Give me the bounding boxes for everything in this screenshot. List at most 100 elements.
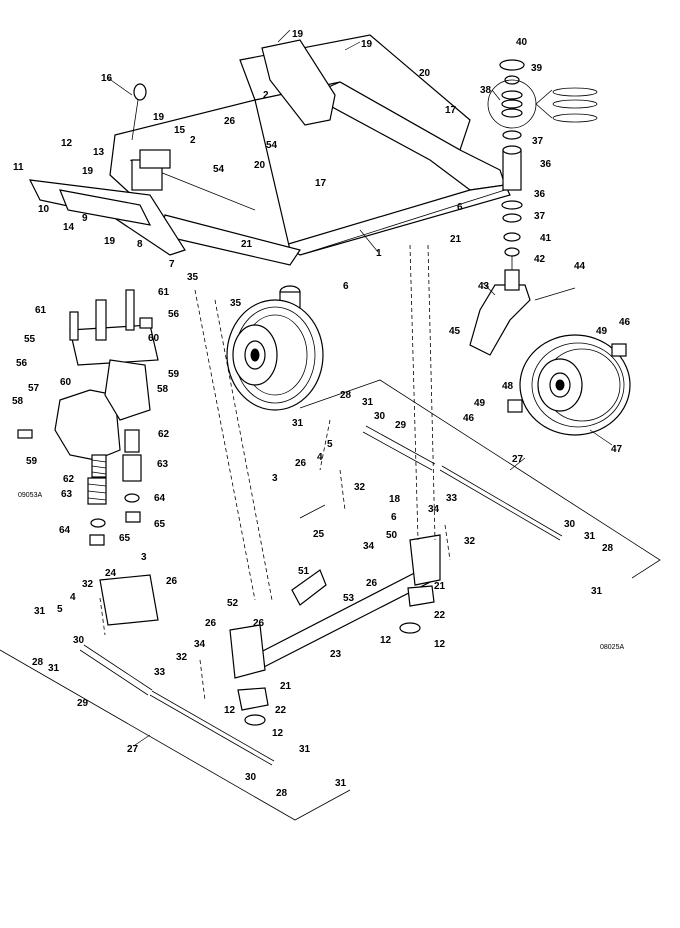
- callout-64: 64: [59, 525, 71, 536]
- spring-29-left: [79, 644, 153, 696]
- callout-22: 22: [275, 705, 287, 716]
- callout-2: 2: [263, 90, 269, 101]
- callout-48: 48: [502, 381, 514, 392]
- callout-51: 51: [298, 566, 310, 577]
- callout-42: 42: [534, 254, 546, 265]
- callout-37: 37: [532, 136, 544, 147]
- callout-54: 54: [266, 140, 278, 151]
- callout-31: 31: [48, 663, 60, 674]
- callout-63: 63: [157, 459, 169, 470]
- callout-53: 53: [343, 593, 355, 604]
- callout-29: 29: [77, 698, 89, 709]
- callout-44: 44: [574, 261, 586, 272]
- callout-19: 19: [153, 112, 165, 123]
- callout-30: 30: [73, 635, 85, 646]
- front-right-wheel: [507, 334, 631, 436]
- callout-31: 31: [292, 418, 304, 429]
- callout-65: 65: [119, 533, 131, 544]
- callout-33: 33: [446, 493, 458, 504]
- callout-61: 61: [158, 287, 170, 298]
- callout-58: 58: [12, 396, 24, 407]
- callout-2: 2: [190, 135, 196, 146]
- callout-35: 35: [187, 272, 199, 283]
- callout-34: 34: [363, 541, 375, 552]
- callout-20: 20: [419, 68, 431, 79]
- callout-20: 20: [254, 160, 266, 171]
- callout-30: 30: [564, 519, 576, 530]
- callout-28: 28: [32, 657, 44, 668]
- callout-54: 54: [213, 164, 225, 175]
- callout-60: 60: [60, 377, 72, 388]
- callout-26: 26: [166, 576, 178, 587]
- callout-32: 32: [176, 652, 188, 663]
- callout-26: 26: [295, 458, 307, 469]
- callout-5: 5: [57, 604, 63, 615]
- spring-63: [87, 477, 107, 505]
- figure-code-left: 09053A: [18, 492, 42, 499]
- callout-28: 28: [340, 390, 352, 401]
- leader-lines: [107, 29, 613, 746]
- callout-32: 32: [354, 482, 366, 493]
- callout-59: 59: [168, 369, 180, 380]
- callout-26: 26: [253, 618, 265, 629]
- callout-23: 23: [330, 649, 342, 660]
- callout-6: 6: [457, 202, 463, 213]
- callout-61: 61: [35, 305, 47, 316]
- callout-35: 35: [230, 298, 242, 309]
- callout-29: 29: [395, 420, 407, 431]
- callout-17: 17: [445, 105, 457, 116]
- spring-62: [91, 454, 107, 478]
- callout-28: 28: [276, 788, 288, 799]
- callout-56: 56: [16, 358, 28, 369]
- callout-31: 31: [362, 397, 374, 408]
- callout-60: 60: [148, 333, 160, 344]
- callout-3: 3: [272, 473, 278, 484]
- callout-4: 4: [70, 592, 76, 603]
- callout-15: 15: [174, 125, 186, 136]
- right-caster-column: [487, 59, 598, 280]
- callout-65: 65: [154, 519, 166, 530]
- callout-6: 6: [343, 281, 349, 292]
- callout-49: 49: [596, 326, 608, 337]
- callout-21: 21: [434, 581, 446, 592]
- callout-13: 13: [93, 147, 105, 158]
- figure-code-right: 08025A: [600, 644, 624, 651]
- callout-21: 21: [241, 239, 253, 250]
- callout-5: 5: [327, 439, 333, 450]
- callout-46: 46: [463, 413, 475, 424]
- callout-59: 59: [26, 456, 38, 467]
- callout-58: 58: [157, 384, 169, 395]
- callout-25: 25: [313, 529, 325, 540]
- callout-31: 31: [591, 586, 603, 597]
- callout-62: 62: [158, 429, 170, 440]
- callout-32: 32: [82, 579, 94, 590]
- callout-28: 28: [602, 543, 614, 554]
- callout-19: 19: [104, 236, 116, 247]
- callout-12: 12: [434, 639, 446, 650]
- callout-34: 34: [428, 504, 440, 515]
- callout-18: 18: [389, 494, 401, 505]
- front-left-wheel: [226, 299, 324, 411]
- callout-14: 14: [63, 222, 75, 233]
- callout-63: 63: [61, 489, 73, 500]
- linkage-assembly: [0, 244, 661, 821]
- callout-64: 64: [154, 493, 166, 504]
- callout-16: 16: [101, 73, 113, 84]
- callout-7: 7: [169, 259, 175, 270]
- callout-6: 6: [391, 512, 397, 523]
- callout-3: 3: [141, 552, 147, 563]
- callout-26: 26: [205, 618, 217, 629]
- callout-56: 56: [168, 309, 180, 320]
- callout-62: 62: [63, 474, 75, 485]
- callout-8: 8: [137, 239, 143, 250]
- callout-21: 21: [450, 234, 462, 245]
- callout-50: 50: [386, 530, 398, 541]
- callout-39: 39: [531, 63, 543, 74]
- callout-12: 12: [272, 728, 284, 739]
- callout-41: 41: [540, 233, 552, 244]
- callout-40: 40: [516, 37, 528, 48]
- callout-57: 57: [28, 383, 40, 394]
- callout-31: 31: [335, 778, 347, 789]
- callout-26: 26: [224, 116, 236, 127]
